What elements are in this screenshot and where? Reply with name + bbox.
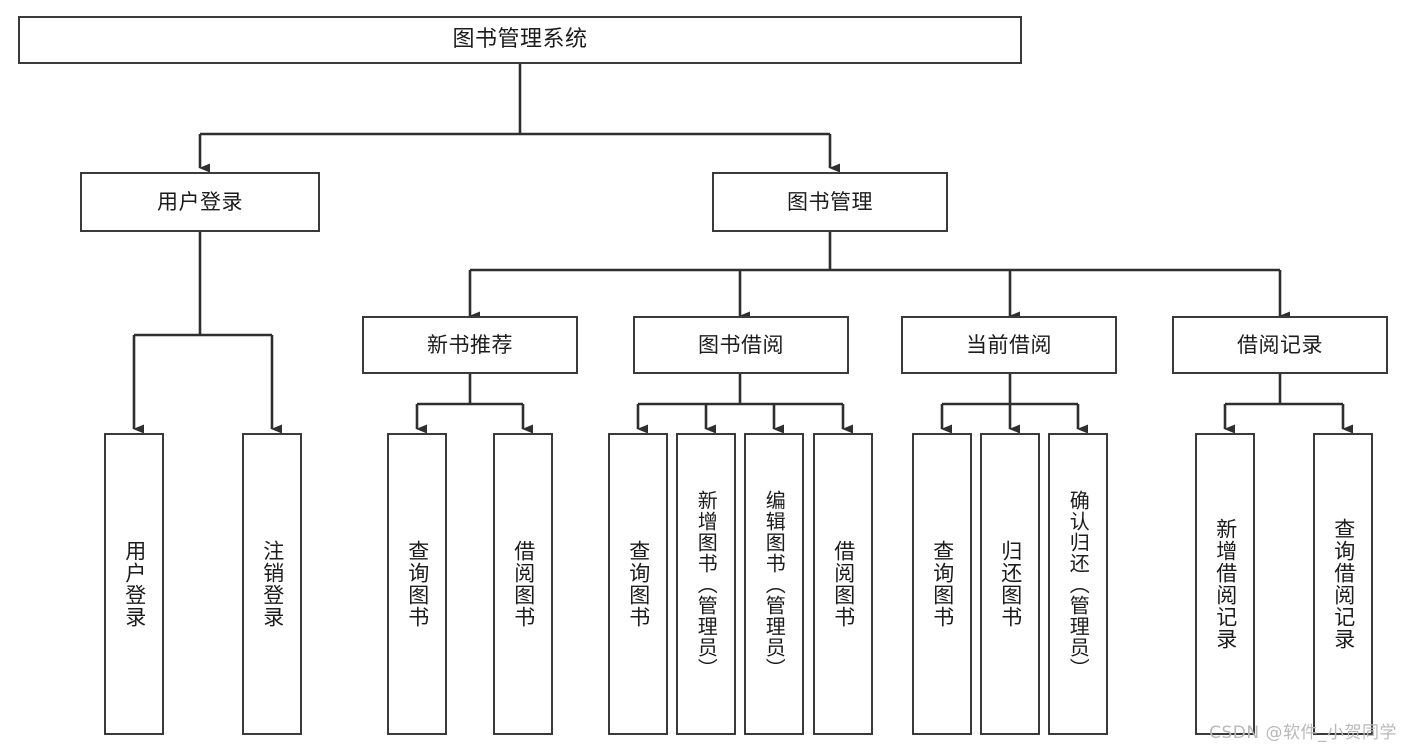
node-leaf-return-book[interactable]: 归还图书 [980,433,1040,735]
node-leaf-edit-book-label: 编辑图书（管理员） [762,489,787,679]
node-leaf-query-book-3[interactable]: 查询图书 [912,433,972,735]
node-leaf-add-book[interactable]: 新增图书（管理员） [676,433,736,735]
node-leaf-add-record-label: 新增借阅记录 [1213,518,1238,650]
node-book-borrow[interactable]: 图书借阅 [633,316,849,374]
node-root[interactable]: 图书管理系统 [18,16,1022,64]
node-leaf-add-book-label: 新增图书（管理员） [694,489,719,679]
node-leaf-add-record[interactable]: 新增借阅记录 [1195,433,1255,735]
node-leaf-user-login-label: 用户登录 [122,540,147,628]
node-borrow-record-label: 借阅记录 [1237,332,1323,357]
node-current-borrow-label: 当前借阅 [966,332,1052,357]
node-book-manage-label: 图书管理 [787,189,873,214]
node-leaf-edit-book[interactable]: 编辑图书（管理员） [744,433,804,735]
node-leaf-borrow-book-1-label: 借阅图书 [511,540,536,628]
node-user-login[interactable]: 用户登录 [80,172,320,232]
node-leaf-query-book-1-label: 查询图书 [405,540,430,628]
node-leaf-borrow-book-2[interactable]: 借阅图书 [813,433,873,735]
node-leaf-user-login[interactable]: 用户登录 [104,433,164,735]
node-leaf-query-book-3-label: 查询图书 [930,540,955,628]
node-leaf-confirm-return-label: 确认归还（管理员） [1066,489,1091,679]
node-user-login-label: 用户登录 [157,189,243,214]
node-book-borrow-label: 图书借阅 [698,332,784,357]
node-leaf-return-book-label: 归还图书 [998,540,1023,628]
node-leaf-query-book-2[interactable]: 查询图书 [608,433,668,735]
node-root-label: 图书管理系统 [452,27,588,53]
node-book-manage[interactable]: 图书管理 [712,172,948,232]
node-new-book-recommend[interactable]: 新书推荐 [362,316,578,374]
node-leaf-confirm-return[interactable]: 确认归还（管理员） [1048,433,1108,735]
node-leaf-query-book-2-label: 查询图书 [626,540,651,628]
node-leaf-query-record-label: 查询借阅记录 [1331,518,1356,650]
node-leaf-borrow-book-2-label: 借阅图书 [831,540,856,628]
node-leaf-query-book-1[interactable]: 查询图书 [387,433,447,735]
node-new-book-recommend-label: 新书推荐 [427,332,513,357]
node-borrow-record[interactable]: 借阅记录 [1172,316,1388,374]
node-leaf-logout-label: 注销登录 [260,540,285,628]
node-leaf-borrow-book-1[interactable]: 借阅图书 [493,433,553,735]
node-leaf-query-record[interactable]: 查询借阅记录 [1313,433,1373,735]
node-leaf-logout[interactable]: 注销登录 [242,433,302,735]
node-current-borrow[interactable]: 当前借阅 [901,316,1117,374]
